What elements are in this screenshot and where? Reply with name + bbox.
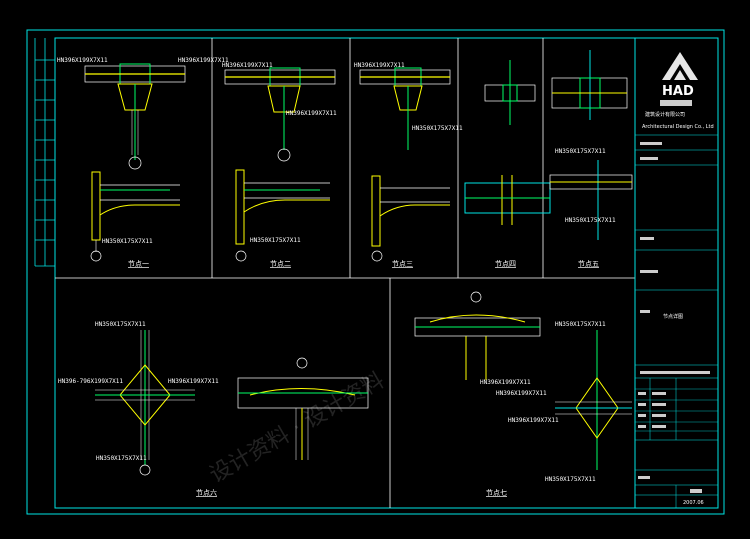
title-block-field-marks [638,142,710,493]
panel-dividers [55,38,635,508]
node-1-label-b: HN396X199X7X11 [178,57,229,64]
drawing-date: 2007.06 [683,500,704,506]
node-2-title: 节点二 [270,260,291,268]
node-3-label-b: HN350X175X7X11 [412,125,463,132]
node-3-label-a: HN396X199X7X11 [354,62,405,69]
node-7-label-b: HN396X199X7X11 [496,390,547,397]
node-5-drawing [549,50,633,240]
node-5-label-a: HN350X175X7X11 [555,148,606,155]
node-2-drawing [224,67,336,262]
binding-strip [34,38,55,267]
node-1-title: 节点一 [128,260,149,268]
node-5-label-b: HN350X175X7X11 [565,217,616,224]
node-6-label-c: HN396X199X7X11 [168,378,219,385]
node-3-drawing [359,67,451,262]
node-2-label-a: HN396X199X7X11 [222,62,273,69]
drawing-title: 节点详图 [663,313,683,320]
company-name: 建筑设计有限公司 [645,111,685,118]
company-name-en: Architectural Design Co., Ltd [642,124,714,130]
outer-frame [26,29,725,515]
logo-text: HAD [662,84,694,99]
node-8-label-b: HN396X199X7X11 [508,417,559,424]
node-7-title: 节点七 [486,488,507,497]
node-2-label-b: HN396X199X7X11 [286,110,337,117]
node-1-label-a: HN396X199X7X11 [57,57,108,64]
node-1-label-c: HN350X175X7X11 [102,238,153,245]
node-6b-drawing [237,357,369,460]
node-6-label-d: HN350X175X7X11 [96,455,147,462]
inner-frame [54,37,719,509]
node-4-title: 节点四 [495,260,516,268]
node-8-label-a: HN350X175X7X11 [555,321,606,328]
node-6-label-a: HN350X175X7X11 [95,321,146,328]
node-1-drawing [84,63,186,262]
node-3-title: 节点三 [392,260,413,268]
node-2-label-c: HN350X175X7X11 [250,237,301,244]
title-block: HAD 建筑设计有限公司 Architectural Design Co., L… [634,38,718,508]
node-8-drawing [555,330,632,470]
node-6-drawing [95,330,195,476]
node-6-title: 节点六 [196,488,217,497]
node-7-label-a: HN396X199X7X11 [480,379,531,386]
node-4-drawing [464,60,551,225]
node-8-label-c: HN350X175X7X11 [545,476,596,483]
node-5-title: 节点五 [578,260,599,268]
node-6-label-b: HN396-796X199X7X11 [58,378,123,385]
had-logo: HAD [662,52,698,99]
node-7-drawing [414,291,541,380]
logo-name-block [660,100,692,106]
